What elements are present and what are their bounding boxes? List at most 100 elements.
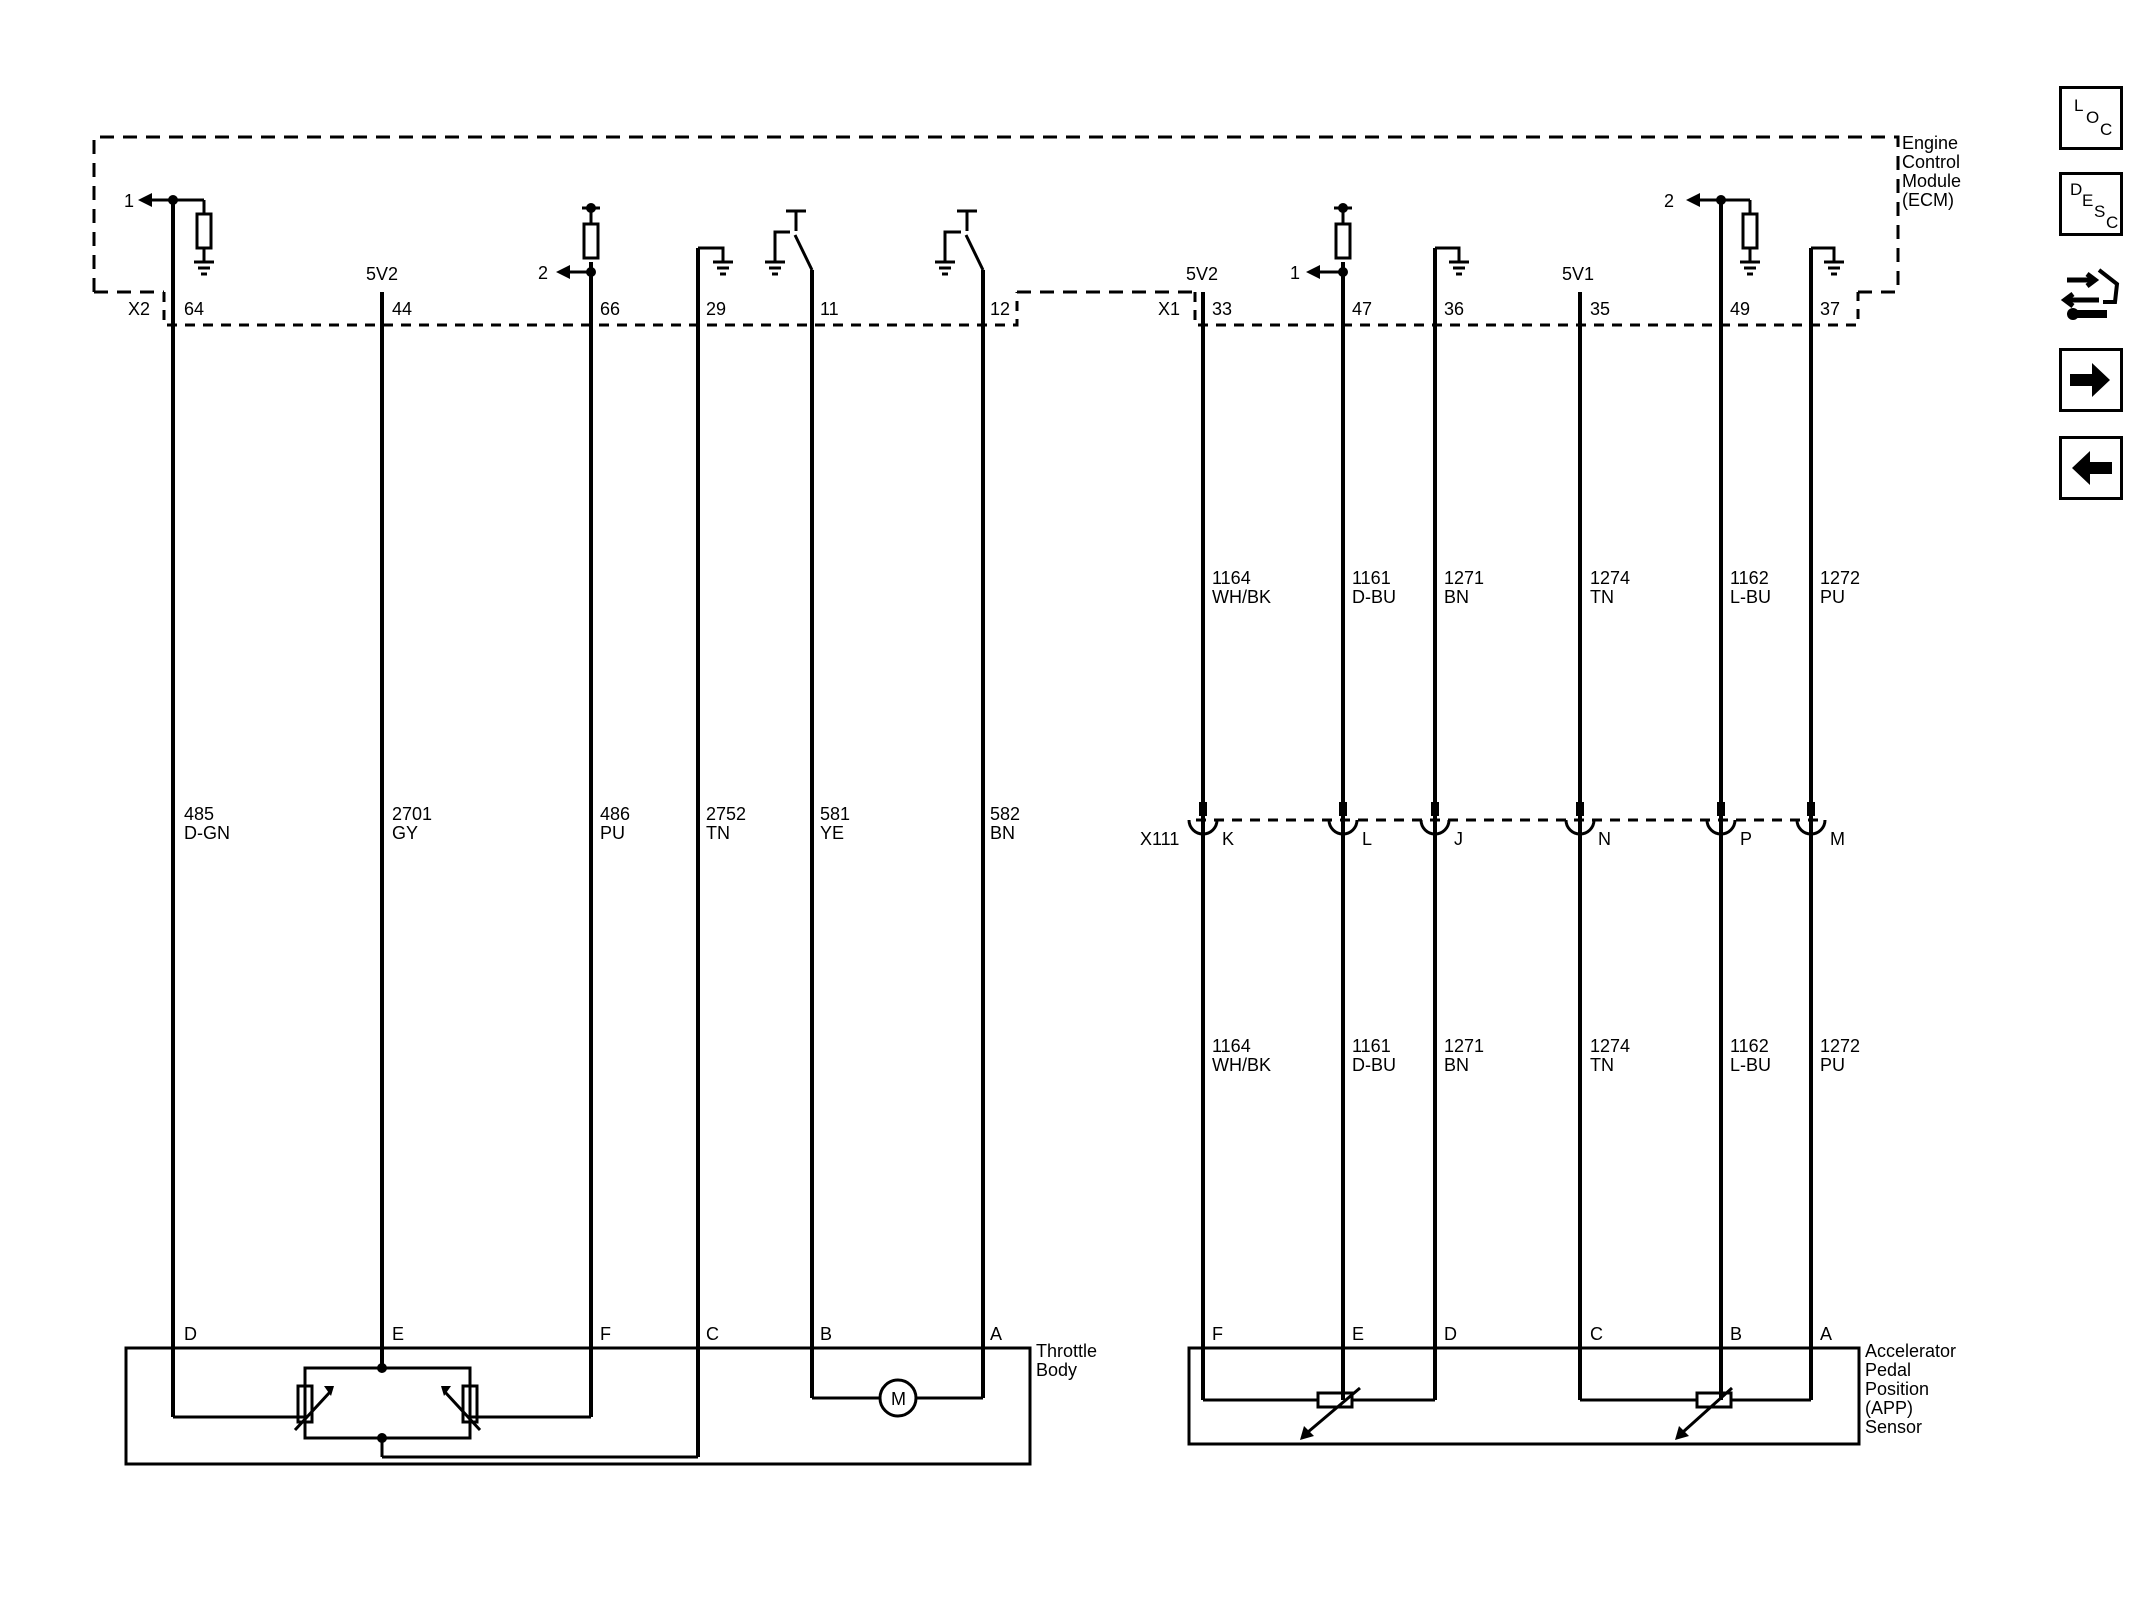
ref-1-right: 1	[1290, 263, 1300, 283]
color-tn-left: TN	[706, 823, 730, 843]
inline-pin-p: P	[1740, 829, 1752, 849]
next-page-button[interactable]	[2059, 348, 2123, 412]
color-d-bu-lower: D-BU	[1352, 1055, 1396, 1075]
desc-icon: D	[2070, 180, 2083, 199]
color-gy: GY	[392, 823, 418, 843]
x1-connector-outline	[1193, 292, 1860, 327]
ecm-label-line-1: Engine	[1902, 133, 1958, 153]
app-pin-f: F	[1212, 1324, 1223, 1344]
throttle-motor	[878, 1378, 918, 1418]
tb-pin-d: D	[184, 1324, 197, 1344]
circuit-1274-upper: 1274	[1590, 568, 1630, 588]
app-pin-c: C	[1590, 1324, 1603, 1344]
circuit-2701: 2701	[392, 804, 432, 824]
inline-pin-l: L	[1362, 829, 1372, 849]
pin-44: 44	[392, 299, 412, 319]
previous-page-button[interactable]	[2059, 436, 2123, 500]
color-d-gn: D-GN	[184, 823, 230, 843]
circuit-2752: 2752	[706, 804, 746, 824]
app-sensor-outline	[1187, 1346, 1861, 1446]
color-tn-upper: TN	[1590, 587, 1614, 607]
tb-pin-b: B	[820, 1324, 832, 1344]
app-sensor-label-5: Sensor	[1865, 1417, 1922, 1437]
color-pu-lower: PU	[1820, 1055, 1845, 1075]
pin-64: 64	[184, 299, 204, 319]
pin-37: 37	[1820, 299, 1840, 319]
pin-66: 66	[600, 299, 620, 319]
app-sensor-label-3: Position	[1865, 1379, 1929, 1399]
tb-pin-f: F	[600, 1324, 611, 1344]
ref-1-left: 1	[124, 191, 134, 211]
circuit-1272-lower: 1272	[1820, 1036, 1860, 1056]
color-bn-upper: BN	[1444, 587, 1469, 607]
pin-12: 12	[990, 299, 1010, 319]
ecm-module-outline	[92, 135, 1900, 292]
circuit-1162-lower: 1162	[1730, 1036, 1769, 1056]
supply-5v2-left: 5V2	[366, 264, 398, 284]
app-sensor-label-1: Accelerator	[1865, 1341, 1956, 1361]
color-pu-upper: PU	[1820, 587, 1845, 607]
circuit-485: 485	[184, 804, 214, 824]
desc-letter-e: E	[2082, 191, 2094, 210]
connector-tool-icon	[2060, 268, 2120, 320]
ecm-label-line-4: (ECM)	[1902, 190, 1954, 210]
circuit-1274-lower: 1274	[1590, 1036, 1630, 1056]
next-arrow-icon	[2070, 363, 2110, 397]
loc-letter-c: C	[2100, 120, 2113, 139]
supply-5v1-right: 5V1	[1562, 264, 1594, 284]
app-sensor-label-4: (APP)	[1865, 1398, 1913, 1418]
circuit-1161-lower: 1161	[1352, 1036, 1391, 1056]
ref-2-right: 2	[1664, 191, 1674, 211]
pin-29: 29	[706, 299, 726, 319]
desc-button[interactable]: D E S C	[2059, 172, 2123, 236]
color-bn-left: BN	[990, 823, 1015, 843]
connector-x2-label: X2	[128, 299, 150, 319]
pin-33: 33	[1212, 299, 1232, 319]
pin-47: 47	[1352, 299, 1372, 319]
circuit-1271-upper: 1271	[1444, 568, 1484, 588]
ecm-label-line-2: Control	[1902, 152, 1960, 172]
circuit-1162-upper: 1162	[1730, 568, 1769, 588]
color-pu-left: PU	[600, 823, 625, 843]
inline-pin-k: K	[1222, 829, 1234, 849]
app-pin-e: E	[1352, 1324, 1364, 1344]
color-bn-lower: BN	[1444, 1055, 1469, 1075]
color-d-bu-upper: D-BU	[1352, 587, 1396, 607]
pin-11: 11	[820, 299, 839, 319]
throttle-body-label-2: Body	[1036, 1360, 1077, 1380]
circuit-486: 486	[600, 804, 630, 824]
inline-pin-j: J	[1454, 829, 1463, 849]
loc-letter-o: O	[2086, 108, 2100, 127]
pin-35: 35	[1590, 299, 1610, 319]
loc-icon: L	[2074, 96, 2084, 115]
app-sensor-label-2: Pedal	[1865, 1360, 1911, 1380]
throttle-body-label-1: Throttle	[1036, 1341, 1097, 1361]
throttle-body-outline	[124, 1346, 1032, 1466]
connector-x111-label: X111	[1140, 829, 1179, 849]
desc-letter-s: S	[2094, 202, 2106, 221]
circuit-1161-upper: 1161	[1352, 568, 1391, 588]
app-pin-b: B	[1730, 1324, 1742, 1344]
color-wh-bk-upper: WH/BK	[1212, 587, 1271, 607]
color-l-bu-lower: L-BU	[1730, 1055, 1771, 1075]
tb-pin-e: E	[392, 1324, 404, 1344]
ecm-label-line-3: Module	[1902, 171, 1961, 191]
motor-label: M	[891, 1389, 906, 1409]
connector-tool-button[interactable]	[2059, 262, 2123, 326]
circuit-1164-lower: 1164	[1212, 1036, 1251, 1056]
app-pin-a: A	[1820, 1324, 1832, 1344]
color-wh-bk-lower: WH/BK	[1212, 1055, 1271, 1075]
loc-button[interactable]: L O C	[2059, 86, 2123, 150]
color-ye: YE	[820, 823, 844, 843]
supply-5v2-right: 5V2	[1186, 264, 1218, 284]
circuit-1164-upper: 1164	[1212, 568, 1251, 588]
previous-arrow-icon	[2072, 451, 2112, 485]
pin-36: 36	[1444, 299, 1464, 319]
circuit-1271-lower: 1271	[1444, 1036, 1484, 1056]
desc-letter-c: C	[2106, 213, 2119, 232]
app-pin-d: D	[1444, 1324, 1457, 1344]
color-l-bu-upper: L-BU	[1730, 587, 1771, 607]
circuit-582: 582	[990, 804, 1020, 824]
pin-49: 49	[1730, 299, 1750, 319]
